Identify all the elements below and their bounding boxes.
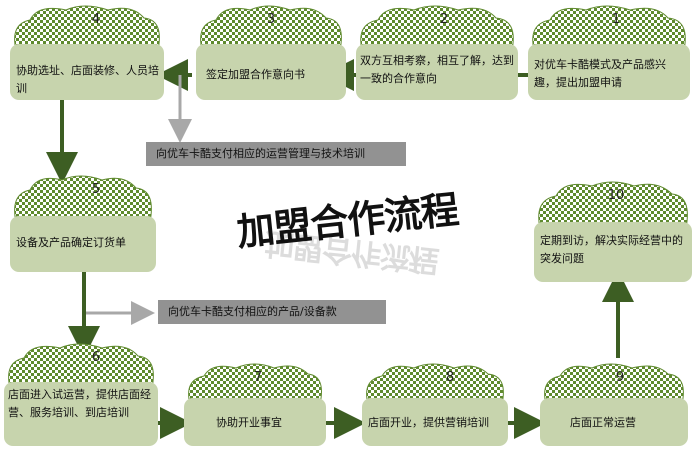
step-5-number: 5	[91, 182, 101, 197]
cloud-header	[366, 363, 504, 405]
step-5: 5 设备及产品确定订货单	[10, 172, 156, 272]
step-6-text: 店面进入试运营，提供店面经营、服务培训、到店培训	[8, 388, 151, 419]
step-1-text: 对优车卡酷模式及产品感兴趣，提出加盟申请	[534, 58, 666, 89]
step-7-text: 协助开业事宜	[216, 416, 282, 429]
step-7-number: 7	[253, 370, 263, 385]
payment-note-equipment: 向优车卡酷支付相应的产品/设备款	[158, 300, 386, 324]
cloud-header	[532, 5, 686, 51]
step-8: 8 店面开业，提供营销培训	[362, 360, 508, 446]
step-2-number: 2	[439, 12, 449, 27]
cloud-header	[200, 5, 342, 51]
cloud-header	[8, 343, 154, 389]
step-8-number: 8	[445, 370, 455, 385]
step-7: 7 协助开业事宜	[184, 360, 326, 446]
step-9-text: 店面正常运营	[570, 416, 636, 429]
step-9: 9 店面正常运营	[540, 360, 688, 446]
cloud-header	[360, 5, 514, 51]
cloud-header	[188, 363, 322, 405]
step-3: 3 签定加盟合作意向书	[196, 2, 346, 100]
cloud-header	[544, 363, 684, 405]
step-6-number: 6	[91, 350, 101, 365]
cloud-header	[14, 5, 160, 51]
step-2: 2 双方互相考察，相互了解，达到一致的合作意向	[356, 2, 518, 100]
step-9-number: 9	[615, 370, 625, 385]
step-10-number: 10	[607, 188, 625, 203]
step-2-text: 双方互相考察，相互了解，达到一致的合作意向	[360, 54, 514, 85]
step-8-text: 店面开业，提供营销培训	[368, 416, 489, 429]
step-6: 6 店面进入试运营，提供店面经营、服务培训、到店培训	[4, 340, 158, 446]
step-1-number: 1	[611, 12, 621, 27]
payment-note-training: 向优车卡酷支付相应的运营管理与技术培训	[146, 142, 406, 166]
step-4: 4 协助选址、店面装修、人员培训	[10, 2, 164, 100]
step-5-text: 设备及产品确定订货单	[16, 236, 126, 249]
cloud-header	[14, 175, 152, 223]
step-4-text: 协助选址、店面装修、人员培训	[16, 64, 159, 95]
step-1: 1 对优车卡酷模式及产品感兴趣，提出加盟申请	[528, 2, 690, 100]
cloud-header	[538, 181, 688, 229]
step-4-number: 4	[91, 12, 101, 27]
step-10: 10 定期到访，解决实际经营中的突发问题	[534, 178, 692, 282]
step-3-number: 3	[266, 12, 276, 27]
step-10-text: 定期到访，解决实际经营中的突发问题	[540, 234, 683, 265]
step-3-text: 签定加盟合作意向书	[206, 68, 305, 81]
